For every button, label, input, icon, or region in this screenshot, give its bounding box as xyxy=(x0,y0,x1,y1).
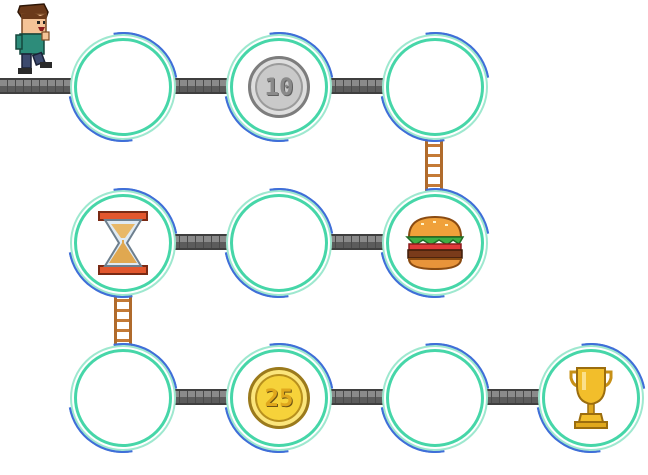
bridge-r3-2 xyxy=(328,389,386,405)
board-node-r2c2[interactable] xyxy=(230,194,328,292)
coin-value: 25 xyxy=(264,384,294,412)
board-node-r2c1[interactable] xyxy=(74,194,172,292)
start-bridge xyxy=(0,78,75,94)
bridge-r2-1 xyxy=(172,234,230,250)
board-node-r3c1[interactable] xyxy=(74,349,172,447)
gold-coin: 25 xyxy=(248,367,310,429)
board-node-r2c3[interactable] xyxy=(386,194,484,292)
coin-value: 10 xyxy=(264,73,294,101)
bridge-r3-1 xyxy=(172,389,230,405)
trophy-icon xyxy=(569,367,613,429)
hourglass-icon xyxy=(98,211,148,275)
silver-coin: 10 xyxy=(248,56,310,118)
board-node-r1c2[interactable]: 10 xyxy=(230,38,328,136)
game-board: 10 25 xyxy=(0,0,648,453)
bridge-r3-3 xyxy=(484,389,542,405)
board-node-r1c3[interactable] xyxy=(386,38,484,136)
ladder-r2-r3 xyxy=(114,292,132,350)
board-node-r3c3[interactable] xyxy=(386,349,484,447)
burger-icon xyxy=(405,215,465,271)
boy-character-icon[interactable] xyxy=(10,2,56,78)
board-node-r3c4[interactable] xyxy=(542,349,640,447)
board-node-r1c1[interactable] xyxy=(74,38,172,136)
ladder-r1-r2 xyxy=(425,137,443,195)
bridge-r1-2 xyxy=(328,78,386,94)
board-node-r3c2[interactable]: 25 xyxy=(230,349,328,447)
bridge-r1-1 xyxy=(172,78,230,94)
bridge-r2-2 xyxy=(328,234,386,250)
